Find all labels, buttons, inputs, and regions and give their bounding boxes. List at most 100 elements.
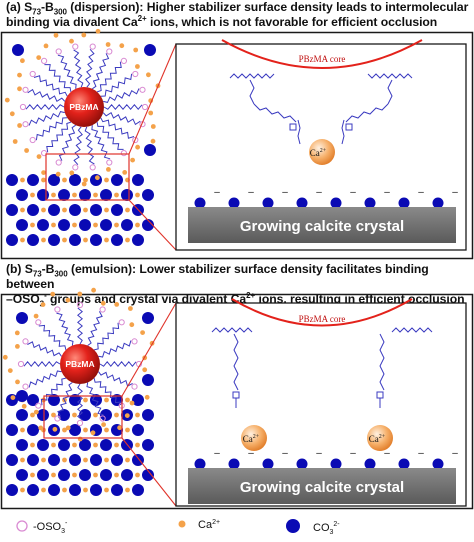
calcium-ion (104, 427, 109, 433)
calcium-ion (91, 287, 96, 293)
carbonate-ion (27, 174, 39, 186)
carbonate-ion (100, 219, 112, 231)
calcium-ion (15, 379, 20, 385)
carbonate-ion (48, 234, 60, 246)
carbonate-ion (16, 312, 28, 324)
carbonate-ion (69, 234, 81, 246)
charge-sign: – (214, 448, 220, 459)
sulfate-group (120, 57, 128, 65)
carbonate-ion (142, 374, 154, 386)
sulfate-group (54, 306, 61, 313)
sulfate-group (72, 164, 79, 171)
sulfate-group (22, 86, 29, 93)
calcium-ion (41, 207, 46, 213)
sulfate-group (89, 164, 96, 171)
carbonate-ion (16, 469, 28, 481)
panel-b-inset-calcium-ion-right (367, 425, 393, 451)
carbonate-ion (27, 484, 39, 496)
sulfate-group (120, 150, 128, 157)
calcium-ion (24, 148, 29, 153)
carbonate-ion (6, 204, 18, 216)
calcium-ion (62, 487, 67, 493)
calcium-ion (135, 144, 141, 150)
calcium-ion (104, 177, 109, 183)
charge-sign: – (316, 187, 322, 198)
sulfate-group (89, 43, 96, 50)
carbonate-ion (132, 234, 144, 246)
calcium-ion (105, 42, 111, 47)
calcium-ion (50, 291, 56, 297)
calcium-ion (144, 394, 150, 400)
sulfate-group (132, 70, 139, 78)
calcium-ion (55, 171, 61, 177)
charge-sign: – (214, 187, 220, 198)
charge-sign: – (316, 448, 322, 459)
stabilizer-chain (25, 104, 65, 110)
calcium-ion (30, 192, 35, 198)
calcium-ion (36, 154, 42, 160)
carbonate-ion (144, 144, 156, 156)
carbonate-ion (48, 484, 60, 496)
calcium-ion (12, 139, 18, 144)
panel-a-stabilizer-chain-right (341, 73, 413, 145)
carbonate-ion (69, 424, 81, 436)
calcium-ion (135, 442, 140, 448)
panel-b-caption: (b) S73-B300 (emulsion): Lower stabilize… (6, 262, 472, 308)
panel-b-inset-crystal-label: Growing calcite crystal (240, 479, 404, 496)
stabilizer-chain (28, 370, 62, 388)
panel-b-zoom-line-top (121, 302, 177, 397)
carbonate-ion (79, 469, 91, 481)
stabilizer-chain (98, 371, 133, 387)
calcium-ion (15, 344, 20, 349)
panel-a-inset-calcium-ion (309, 139, 335, 165)
charge-sign: – (418, 187, 424, 198)
calcium-ion (65, 297, 71, 303)
panel-a-caption-line1: (a) S73-B300 (dispersion): Higher stabil… (6, 0, 469, 17)
carbonate-ion (111, 484, 123, 496)
carbonate-ion (90, 204, 102, 216)
sulfate-group (22, 383, 29, 390)
carbonate-ion (111, 454, 123, 466)
calcium-ion (30, 472, 35, 478)
stabilizer-chain (93, 322, 120, 351)
carbonate-ion (16, 390, 28, 402)
calcium-ion (125, 397, 130, 403)
calcium-ion (125, 207, 130, 213)
charge-sign: – (248, 448, 254, 459)
carbonate-ion (58, 219, 70, 231)
calcium-ion (135, 472, 140, 478)
calcium-ion (14, 330, 20, 336)
charge-sign: – (418, 448, 424, 459)
calcium-ion (125, 427, 130, 433)
calcium-ion (83, 427, 88, 433)
panel-b-inset-carbonate-row: –––––––– (194, 448, 458, 470)
sulfate-group (99, 306, 106, 313)
carbonate-ion (90, 454, 102, 466)
calcium-ion (93, 412, 98, 418)
calcium-ion (130, 157, 136, 163)
carbonate-ion (132, 174, 144, 186)
calcium-ion (20, 177, 25, 183)
panel-a-frame (0, 31, 474, 260)
stabilizer-chain (93, 377, 122, 404)
calcium-ion (114, 192, 119, 198)
carbonate-ion (398, 458, 410, 470)
calcium-ion (72, 222, 77, 228)
calcium-ion (122, 170, 128, 175)
calcium-ion (72, 192, 77, 198)
stabilizer-chain (40, 377, 67, 406)
calcium-ion (127, 306, 133, 311)
calcium-ion (93, 192, 98, 198)
carbonate-ion (398, 197, 410, 209)
carbonate-ion (142, 312, 154, 324)
calcium-ion (20, 58, 25, 64)
calcium-ion (21, 403, 27, 409)
panel-b-core: PBzMA (60, 344, 100, 384)
calcium-ion (20, 487, 25, 493)
sulfate-group (118, 319, 125, 326)
stabilizer-chain (86, 382, 104, 416)
panel-b-inset-calcium-ion-left (241, 425, 267, 451)
panel-b-caption-line1: (b) S73-B300 (emulsion): Lower stabilize… (6, 262, 429, 291)
carbonate-ion (16, 189, 28, 201)
